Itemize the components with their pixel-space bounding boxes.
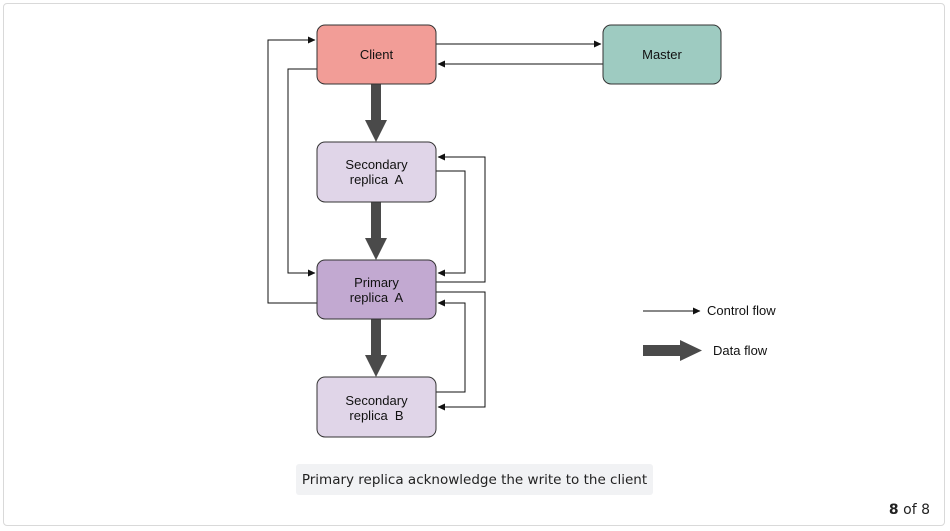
node-primary-replica-a[interactable]: Primary replica A [316,259,437,320]
secondary-a-label-line1: Secondary [345,157,408,172]
slide-frame [3,3,945,526]
node-client[interactable]: Client [316,24,437,85]
client-to-secondaryA-data-arrow [365,84,387,142]
legend-data-flow-arrow [643,340,702,361]
legend: Control flow Data flow [643,303,776,361]
node-secondary-replica-b[interactable]: Secondary replica B [316,376,437,438]
primary-a-label-line2: replica A [350,290,404,305]
slide-pager: 8 of 8 [889,502,930,518]
secondaryA-to-primary-data-arrow [365,202,387,260]
primary-to-secondaryB-arrow [436,291,486,411]
data-flow-arrows [365,84,387,377]
primary-to-secondaryA-arrow [436,153,486,283]
secondary-b-label-line2: replica B [349,408,403,423]
secondaryB-to-primary-arrow [436,299,466,393]
node-secondary-replica-a[interactable]: Secondary replica A [316,141,437,203]
primary-a-label-line1: Primary [354,275,399,290]
slide-caption: Primary replica acknowledge the write to… [296,464,653,495]
client-to-primary-arrow [287,68,317,277]
secondary-b-label-line1: Secondary [345,393,408,408]
primary-to-secondaryB-data-arrow [365,319,387,377]
pager-current: 8 [888,502,899,518]
node-master[interactable]: Master [602,24,722,85]
legend-control-flow-label: Control flow [707,303,776,318]
primary-to-client-arrow [267,36,317,304]
secondary-a-label-line2: replica A [350,172,404,187]
master-label: Master [642,47,682,62]
legend-data-flow-label: Data flow [713,343,768,358]
secondaryA-to-primary-arrow [436,170,466,277]
client-label: Client [360,47,394,62]
control-flow-lines [267,36,603,411]
pager-separator: of [903,502,917,518]
pager-total: 8 [921,502,930,518]
